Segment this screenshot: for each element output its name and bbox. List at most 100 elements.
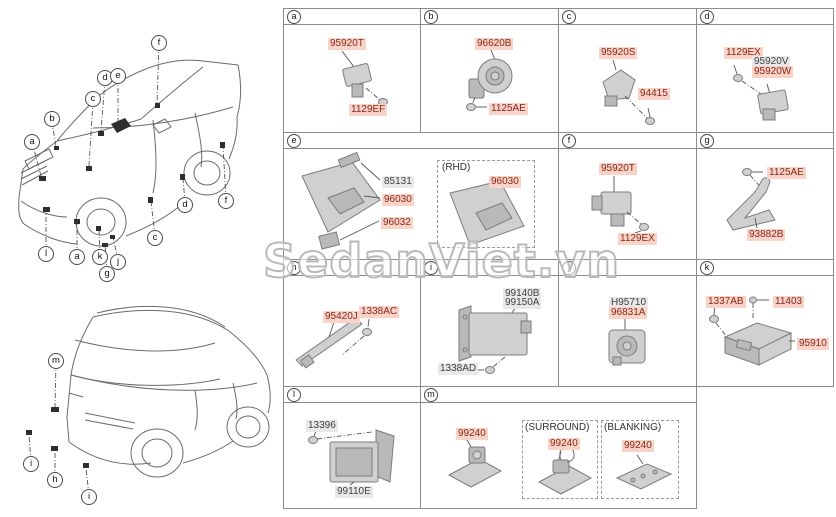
cell-h-letter: h	[287, 261, 301, 275]
part-number[interactable]: 95920T	[599, 163, 637, 175]
cell-g: g 1125AE 93882B	[696, 132, 834, 260]
cell-i: i 99140B 99150A 1338AD	[420, 259, 559, 387]
sensor-illustration	[602, 59, 655, 125]
part-number[interactable]: 96030	[382, 194, 414, 206]
callout-c: c	[85, 91, 101, 107]
cell-l-header: l	[284, 387, 420, 403]
part-number[interactable]: 95420J	[323, 311, 360, 323]
cell-k-header: k	[697, 260, 833, 276]
module-illustration	[458, 305, 532, 374]
blanking-variant-box: (BLANKING) 99240	[601, 420, 679, 499]
cell-b-letter: b	[424, 10, 438, 24]
part-number[interactable]: 95920W	[752, 66, 794, 78]
callout-a: a	[24, 134, 40, 150]
callout-b: b	[44, 111, 60, 127]
cell-m-letter: m	[424, 388, 438, 402]
callout-a2: a	[69, 249, 85, 265]
part-number[interactable]: 93882B	[747, 229, 786, 241]
cell-c: c 95920S 94415	[558, 8, 697, 133]
part-number[interactable]: 11403	[773, 296, 805, 308]
rhd-variant-box: (RHD) 96030	[437, 160, 535, 248]
cell-h: h 95420J 1338AC	[283, 259, 421, 387]
cell-j-letter: j	[562, 261, 576, 275]
cell-g-letter: g	[700, 134, 714, 148]
callout-i: i	[23, 456, 39, 472]
callout-g: g	[99, 266, 115, 282]
cell-c-header: c	[559, 9, 696, 25]
cell-k-letter: k	[700, 261, 714, 275]
callout-j: j	[110, 254, 126, 270]
cell-j: j H95710 96831A	[558, 259, 697, 387]
cell-i-header: i	[421, 260, 558, 276]
part-number: 85131	[382, 176, 414, 188]
car-front-view	[5, 25, 273, 285]
callout-l: l	[38, 246, 54, 262]
part-number[interactable]: 99240	[456, 428, 488, 440]
part-number[interactable]: 94415	[638, 88, 670, 100]
part-number: 13396	[306, 420, 338, 432]
horn-illustration	[466, 49, 513, 111]
cell-j-header: j	[559, 260, 696, 276]
cell-b: b 96620B 1125AE	[420, 8, 559, 133]
cell-d-letter: d	[700, 10, 714, 24]
part-number[interactable]: 1338AC	[359, 306, 400, 318]
cell-e: e 85131 96030 96032 (RHD) 96030	[283, 132, 559, 260]
callout-d2: d	[177, 197, 193, 213]
callout-m: m	[48, 353, 64, 369]
part-number[interactable]: 95920S	[599, 47, 638, 59]
part-number[interactable]: 96620B	[475, 38, 514, 50]
rhd-caption: (RHD)	[442, 162, 471, 173]
sensor-illustration	[733, 64, 789, 121]
part-number[interactable]: 95920T	[328, 38, 366, 50]
bracket-illustration	[726, 168, 776, 231]
part-number[interactable]: 96030	[489, 176, 521, 188]
cell-k: k 1337AB 11403 95910	[696, 259, 834, 387]
part-number[interactable]: 96032	[381, 217, 413, 229]
cell-i-letter: i	[424, 261, 438, 275]
buzzer-illustration	[608, 319, 646, 366]
radar-unit-illustration	[308, 429, 395, 486]
part-number: 99110E	[335, 486, 373, 498]
callout-d: d	[97, 70, 113, 86]
part-number[interactable]: 1125AE	[767, 167, 806, 179]
callout-i2: i	[81, 489, 97, 505]
part-number[interactable]: 95910	[797, 338, 829, 350]
part-number: 95920V	[752, 56, 791, 68]
cell-a-header: a	[284, 9, 420, 25]
cell-f-letter: f	[562, 134, 576, 148]
impact-sensor-illustration	[341, 50, 388, 107]
cover-assembly-illustration	[301, 151, 525, 250]
callout-e: e	[110, 68, 126, 84]
car-rear-view	[5, 295, 275, 510]
cell-e-header: e	[284, 133, 558, 149]
cell-d-header: d	[697, 9, 833, 25]
part-number: H95710	[609, 297, 649, 309]
cell-m: m 99240 (SURROUND) 99240 (BLANKING)	[420, 386, 697, 509]
cell-l: l 13396 99110E	[283, 386, 421, 509]
callout-c2: c	[147, 230, 163, 246]
cell-f: f 95920T 1129EX	[558, 132, 697, 260]
part-number[interactable]: 99240	[548, 438, 580, 450]
cell-f-header: f	[559, 133, 696, 149]
cell-g-header: g	[697, 133, 833, 149]
surround-caption: (SURROUND)	[525, 422, 590, 433]
part-number[interactable]: 1125AE	[489, 103, 528, 115]
callout-k: k	[92, 249, 108, 265]
part-number: 1338AD	[438, 363, 479, 375]
callout-h: h	[47, 472, 63, 488]
part-number[interactable]: 1129EF	[349, 104, 388, 116]
callout-f: f	[151, 35, 167, 51]
airbag-module-illustration	[709, 296, 795, 366]
part-number[interactable]: 99240	[622, 440, 654, 452]
part-number[interactable]: 1129EX	[618, 233, 657, 245]
part-number[interactable]: 1337AB	[706, 296, 746, 308]
cell-b-header: b	[421, 9, 558, 25]
part-number[interactable]: 96831A	[609, 307, 648, 319]
callout-f2: f	[218, 193, 234, 209]
cell-m-header: m	[421, 387, 696, 403]
cell-h-header: h	[284, 260, 420, 276]
cell-a-letter: a	[287, 10, 301, 24]
sensor-illustration	[591, 176, 649, 234]
car-front-illustration	[18, 44, 241, 273]
